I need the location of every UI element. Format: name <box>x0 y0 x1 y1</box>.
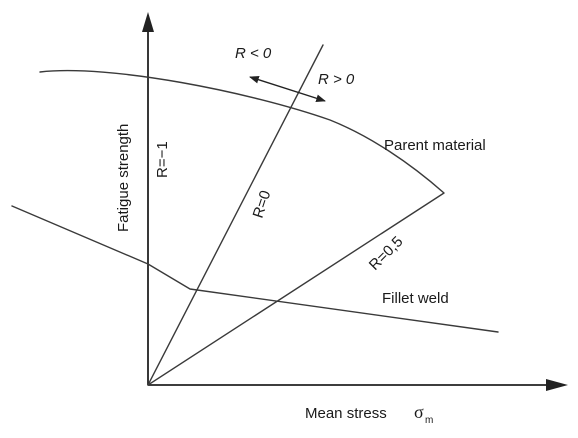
x-axis-arrowhead <box>546 379 568 391</box>
r-direction-arrow <box>249 75 326 103</box>
x-axis-symbol: σ <box>414 402 424 422</box>
y-axis-label: Fatigue strength <box>115 124 132 232</box>
x-axis-label-group: Mean stress σ m <box>305 402 433 426</box>
parent-material-label: Parent material <box>384 137 486 154</box>
fillet-weld-label: Fillet weld <box>382 290 449 307</box>
svg-text:Mean stress: Mean stress <box>305 405 387 422</box>
fillet-weld-curve <box>11 205 499 333</box>
x-axis-label: Mean stress <box>305 405 387 422</box>
r-zero-ray <box>147 44 324 386</box>
y-axis-arrowhead <box>142 12 154 32</box>
r-zero-label: R=0 <box>250 188 275 220</box>
r-greater-than-zero-label: R > 0 <box>318 71 355 88</box>
x-axis-subscript: m <box>425 415 433 426</box>
r-minus-one-label: R=−1 <box>154 141 171 178</box>
parent-material-curve <box>39 69 445 386</box>
r-less-than-zero-label: R < 0 <box>235 45 272 62</box>
